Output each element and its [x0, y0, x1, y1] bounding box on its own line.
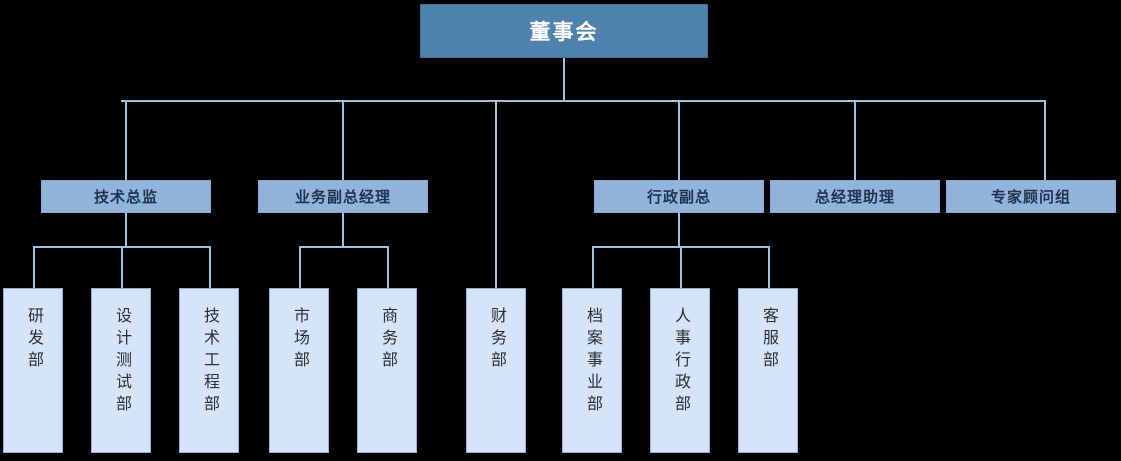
connector-drop-vp-biz: [342, 100, 344, 180]
node-vp-biz-label: 业务副总经理: [294, 189, 391, 206]
connector-cto-stem: [125, 213, 127, 247]
node-archives-label: 档案事业部: [584, 307, 601, 417]
node-marketing[interactable]: 市场部: [269, 288, 329, 453]
connector-vp-biz-stem: [342, 213, 344, 247]
connector-cto-drop-design-qa: [121, 246, 123, 288]
node-gm-asst[interactable]: 总经理助理: [770, 180, 940, 213]
node-support-label: 客服部: [760, 307, 777, 373]
node-hr-admin[interactable]: 人事行政部: [650, 288, 710, 453]
node-gm-asst-label: 总经理助理: [814, 189, 895, 206]
connector-level1-bus: [121, 100, 1046, 102]
connector-vp-admin-drop-hr-admin: [680, 246, 682, 288]
connector-cto-drop-tech-eng: [209, 246, 211, 288]
node-vp-admin[interactable]: 行政副总: [594, 180, 764, 213]
connector-vp-admin-drop-archives: [592, 246, 594, 288]
node-finance-label: 财务部: [488, 307, 505, 373]
node-marketing-label: 市场部: [291, 307, 308, 373]
node-tech-eng-label: 技术工程部: [201, 307, 218, 417]
node-archives[interactable]: 档案事业部: [562, 288, 622, 453]
connector-vp-admin-drop-support: [768, 246, 770, 288]
node-business-label: 商务部: [379, 307, 396, 373]
node-rd-label: 研发部: [25, 307, 42, 373]
node-board-label: 董事会: [529, 21, 599, 44]
connector-cto-drop-rd: [33, 246, 35, 288]
connector-vp-biz-drop-business: [387, 246, 389, 288]
node-design-qa[interactable]: 设计测试部: [91, 288, 151, 453]
node-cto-label: 技术总监: [93, 189, 158, 206]
connector-board-stem: [563, 58, 565, 101]
connector-vp-admin-stem: [678, 213, 680, 247]
node-rd[interactable]: 研发部: [3, 288, 63, 453]
node-vp-biz[interactable]: 业务副总经理: [258, 180, 428, 213]
connector-vp-biz-drop-marketing: [299, 246, 301, 288]
node-board[interactable]: 董事会: [420, 4, 708, 58]
node-vp-admin-label: 行政副总: [646, 189, 711, 206]
connector-drop-advisory: [1044, 100, 1046, 180]
node-support[interactable]: 客服部: [738, 288, 798, 453]
node-design-qa-label: 设计测试部: [113, 307, 130, 417]
node-finance[interactable]: 财务部: [466, 288, 526, 453]
node-hr-admin-label: 人事行政部: [672, 307, 689, 417]
node-advisory[interactable]: 专家顾问组: [946, 180, 1116, 213]
connector-vp-biz-bus: [299, 246, 387, 248]
node-cto[interactable]: 技术总监: [41, 180, 211, 213]
connector-drop-finance: [495, 100, 497, 288]
connector-drop-gm-asst: [854, 100, 856, 180]
node-business[interactable]: 商务部: [357, 288, 417, 453]
connector-drop-cto: [125, 100, 127, 180]
node-advisory-label: 专家顾问组: [990, 189, 1071, 206]
node-tech-eng[interactable]: 技术工程部: [179, 288, 239, 453]
connector-drop-vp-admin: [678, 100, 680, 180]
